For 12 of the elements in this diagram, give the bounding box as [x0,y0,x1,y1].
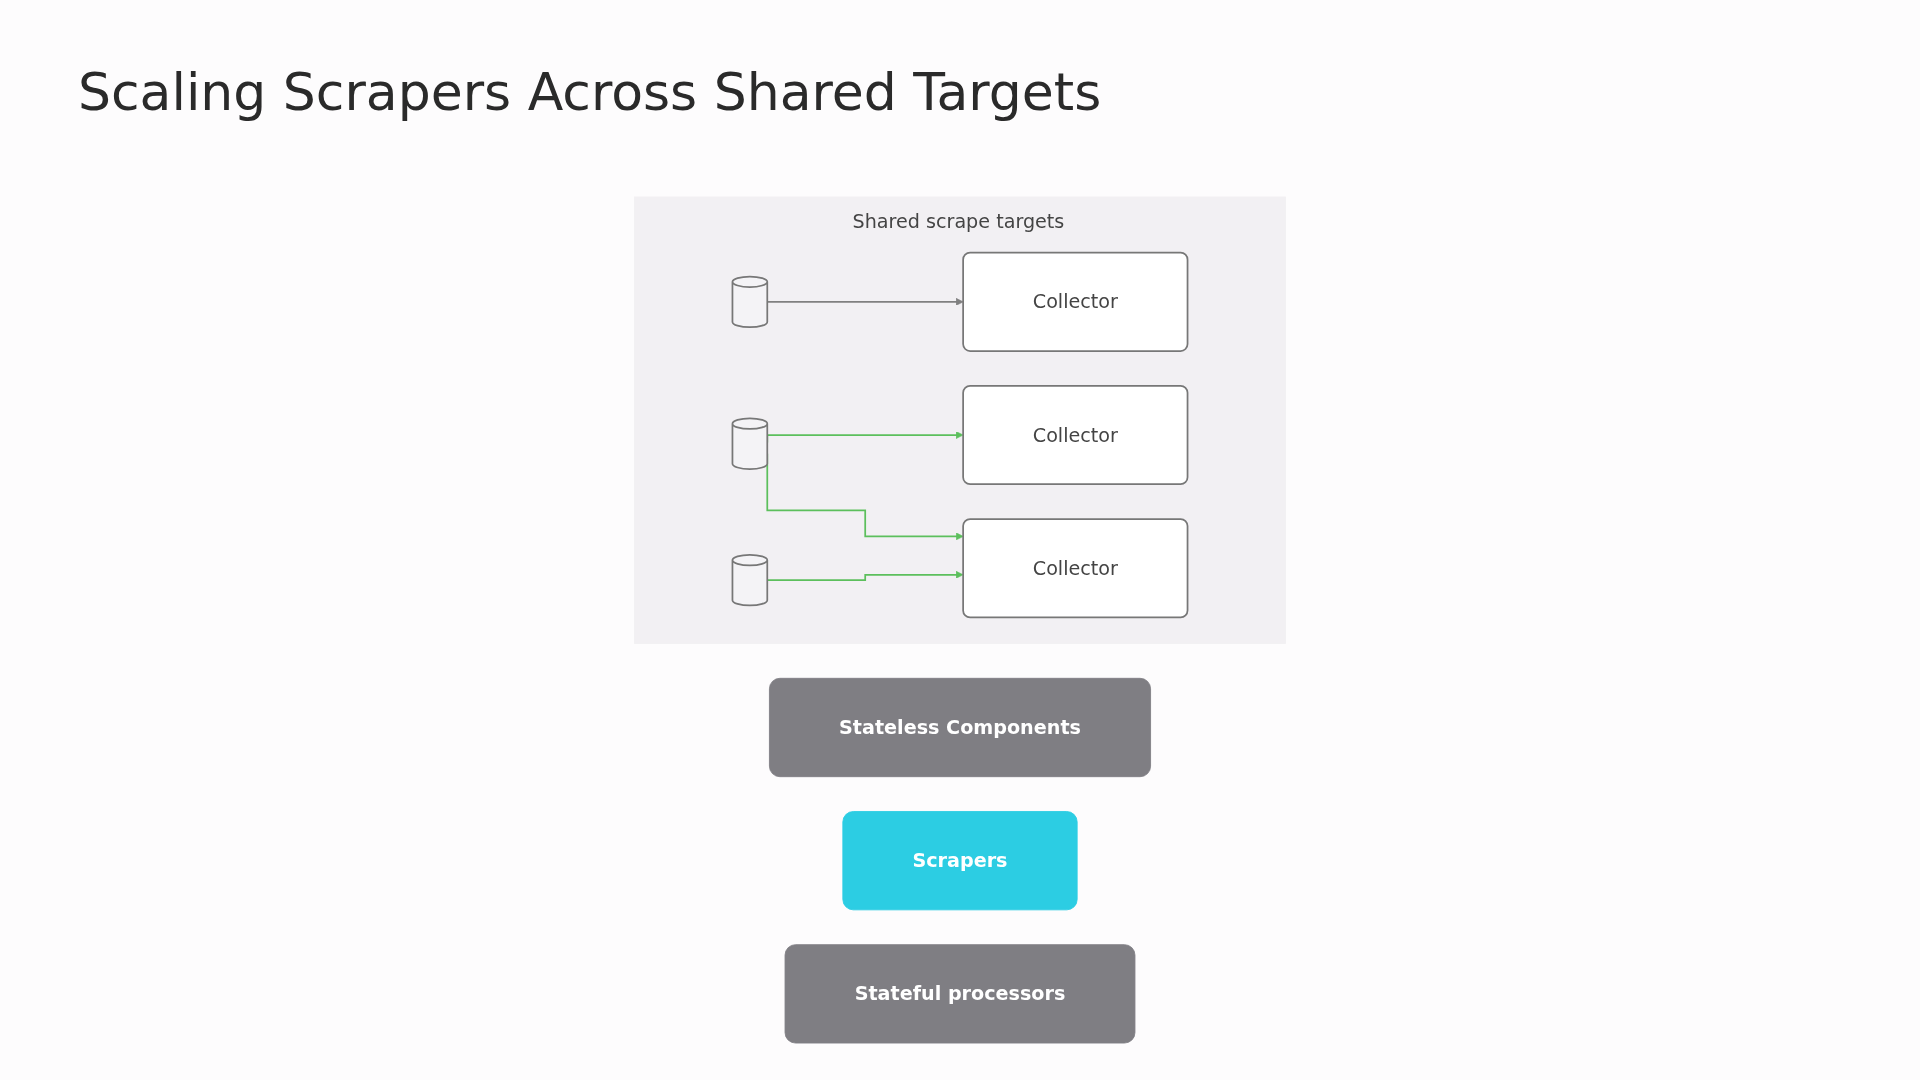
node-box: Scrapers [842,811,1078,911]
title: Scaling Scrapers Across Shared Targets [78,62,1102,122]
node-box: Collector [962,518,1189,619]
node-cylinder [731,275,769,329]
arrow [766,298,964,306]
node-cylinder [731,417,769,470]
node-cylinder [731,553,769,607]
node-box: Stateless Components [769,677,1151,778]
node-box: Collector [962,385,1189,486]
node-box: Stateful processors [784,944,1136,1044]
arrow [766,570,964,581]
node-box: Collector [962,251,1189,352]
